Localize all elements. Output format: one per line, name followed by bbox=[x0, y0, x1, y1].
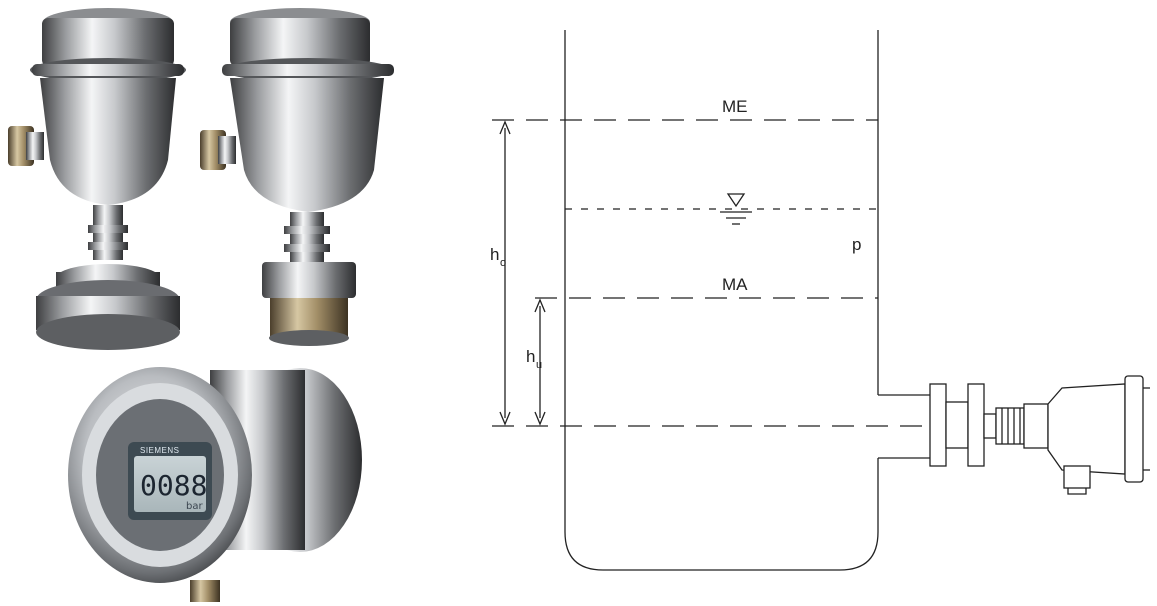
label-pressure: p bbox=[852, 235, 861, 254]
transmitter-flush-flange bbox=[8, 8, 186, 350]
tank-nozzle bbox=[878, 394, 930, 459]
flange-right bbox=[967, 383, 985, 467]
label-h-total-sub: o bbox=[500, 257, 506, 269]
display-reading: 0088 bbox=[140, 469, 207, 502]
tank-diagram bbox=[492, 30, 1150, 571]
display-unit: bar bbox=[186, 501, 203, 512]
label-max-level: ME bbox=[722, 97, 748, 116]
transmitter-housing bbox=[1047, 383, 1126, 475]
sensor-neck bbox=[1023, 403, 1049, 449]
cable-gland-tip bbox=[1067, 488, 1087, 495]
sensor-stem bbox=[983, 413, 997, 439]
dimension-h-min-arrows bbox=[534, 298, 546, 426]
transmitter-with-display: SIEMENS 0088 bar bbox=[68, 367, 362, 602]
label-h-min: h bbox=[526, 347, 535, 366]
transmitter-cover bbox=[1124, 375, 1144, 483]
dimension-h-total-arrows bbox=[499, 120, 511, 426]
label-min-level: MA bbox=[722, 275, 748, 294]
cable-gland bbox=[1063, 465, 1091, 489]
tank-wall bbox=[564, 30, 879, 571]
liquid-surface-icon bbox=[726, 193, 746, 208]
flange-gap bbox=[945, 401, 969, 449]
display-brand: SIEMENS bbox=[140, 446, 180, 455]
flange-left bbox=[929, 383, 947, 467]
label-h-min-sub: u bbox=[536, 359, 542, 371]
label-h-total: h bbox=[490, 245, 499, 264]
transmitter-threaded bbox=[200, 8, 394, 346]
